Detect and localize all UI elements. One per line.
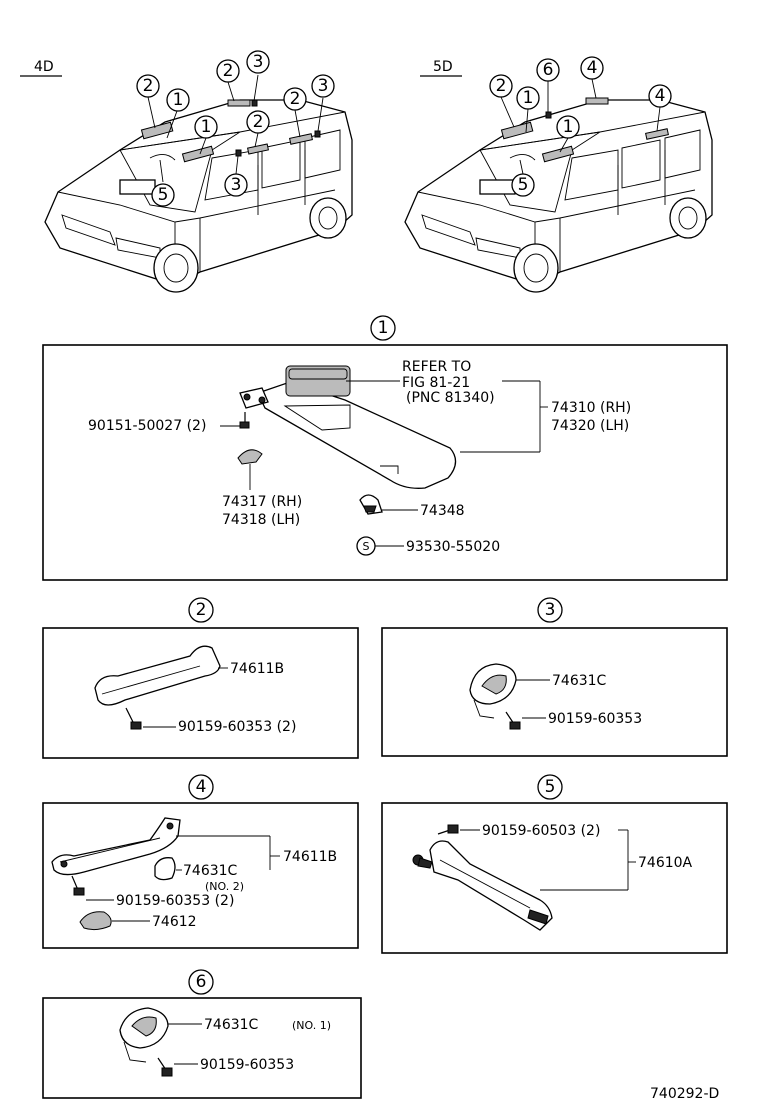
callout-circle: 4 bbox=[648, 84, 672, 108]
section-6-coat-hook: 6 74631C (NO. 1) 90159-60353 bbox=[42, 969, 362, 1099]
hook-part: 74631C bbox=[552, 673, 607, 689]
svg-text:5: 5 bbox=[158, 185, 169, 205]
grip-part: 74611B bbox=[230, 661, 284, 677]
callout-circle: 2 bbox=[216, 59, 240, 83]
figure-code: 740292-D bbox=[650, 1086, 719, 1102]
callout-circle: 2 bbox=[136, 74, 160, 98]
svg-text:2: 2 bbox=[496, 76, 507, 96]
section-5-assist-grip: 5 90159-60503 (2) 74610A bbox=[381, 774, 728, 954]
variant-4d-label: 4D bbox=[34, 59, 54, 75]
svg-text:6: 6 bbox=[196, 972, 207, 992]
refer-fig-label: FIG 81-21 bbox=[402, 375, 470, 391]
section-number: 2 bbox=[188, 597, 214, 623]
svg-text:2: 2 bbox=[196, 600, 207, 620]
callout-circle: 2 bbox=[489, 74, 513, 98]
grip-part: 74611B bbox=[283, 849, 337, 865]
hook-screw-part: 90159-60353 bbox=[200, 1057, 294, 1073]
holder-screw-part: 93530-55020 bbox=[406, 539, 500, 555]
grip-screw-part: 90159-60503 (2) bbox=[482, 823, 600, 839]
s-mark: S bbox=[363, 540, 370, 553]
svg-text:5: 5 bbox=[545, 777, 556, 797]
section-3-coat-hook: 3 74631C 90159-60353 bbox=[381, 597, 728, 757]
section-number: 3 bbox=[537, 597, 563, 623]
svg-text:1: 1 bbox=[523, 88, 534, 108]
svg-text:3: 3 bbox=[253, 52, 264, 72]
svg-text:2: 2 bbox=[290, 89, 301, 109]
svg-text:3: 3 bbox=[545, 600, 556, 620]
bracket-rh-part: 74317 (RH) bbox=[222, 494, 302, 510]
callout-circle: 3 bbox=[246, 50, 270, 74]
visor-rh-part: 74310 (RH) bbox=[551, 400, 631, 416]
grip-screw-part: 90159-60353 (2) bbox=[116, 893, 234, 909]
section-4-grip-with-hook: 4 74631C (NO. 2) 74611B 90159-60353 (2) … bbox=[42, 774, 359, 949]
variant-5d-label: 5D bbox=[433, 59, 453, 75]
section-number: 1 bbox=[370, 315, 396, 341]
holder-part: 74348 bbox=[420, 503, 465, 519]
grip-part: 74610A bbox=[638, 855, 693, 871]
svg-text:5: 5 bbox=[518, 175, 529, 195]
bracket-lh-part: 74318 (LH) bbox=[222, 512, 300, 528]
hook-note: (NO. 1) bbox=[292, 1019, 331, 1032]
grip-screw-part: 90159-60353 (2) bbox=[178, 719, 296, 735]
svg-text:4: 4 bbox=[196, 777, 207, 797]
callout-circle: 3 bbox=[311, 74, 335, 98]
svg-text:3: 3 bbox=[231, 175, 242, 195]
callout-circle: 1 bbox=[166, 88, 190, 112]
refer-label: REFER TO bbox=[402, 359, 471, 375]
callout-circle: 6 bbox=[536, 58, 560, 82]
svg-text:3: 3 bbox=[318, 76, 329, 96]
callout-circle: 3 bbox=[224, 173, 248, 197]
callout-circle: 4 bbox=[580, 56, 604, 80]
svg-text:4: 4 bbox=[655, 86, 666, 106]
visor-screw-part: 90151-50027 (2) bbox=[88, 418, 206, 434]
visor-lh-part: 74320 (LH) bbox=[551, 418, 629, 434]
cover-part: 74612 bbox=[152, 914, 197, 930]
hook-part: 74631C bbox=[183, 863, 238, 879]
hook-part: 74631C bbox=[204, 1017, 259, 1033]
callout-circle: 2 bbox=[246, 110, 270, 134]
hook-screw-part: 90159-60353 bbox=[548, 711, 642, 727]
van-5d-illustration: 5D 2 1 1 6 4 4 bbox=[404, 56, 713, 293]
svg-text:2: 2 bbox=[253, 112, 264, 132]
van-4d-illustration: 4D bbox=[20, 50, 353, 293]
hook-note: (NO. 2) bbox=[205, 880, 244, 893]
section-2-assist-grip: 2 74611B 90159-60353 (2) bbox=[42, 597, 359, 759]
section-number: 6 bbox=[188, 969, 214, 995]
svg-text:1: 1 bbox=[173, 90, 184, 110]
refer-pnc-label: (PNC 81340) bbox=[406, 390, 495, 406]
callout-circle: 2 bbox=[283, 87, 307, 111]
callout-circle: 1 bbox=[556, 115, 580, 139]
svg-text:2: 2 bbox=[223, 61, 234, 81]
svg-text:1: 1 bbox=[378, 318, 389, 338]
callout-circle: 5 bbox=[151, 183, 175, 207]
callout-circle: 5 bbox=[511, 173, 535, 197]
callout-circle: 1 bbox=[516, 86, 540, 110]
svg-text:4: 4 bbox=[587, 58, 598, 78]
svg-text:1: 1 bbox=[201, 117, 212, 137]
callout-circle: 1 bbox=[194, 115, 218, 139]
svg-text:1: 1 bbox=[563, 117, 574, 137]
svg-text:6: 6 bbox=[543, 60, 554, 80]
section-number: 4 bbox=[188, 774, 214, 800]
svg-text:2: 2 bbox=[143, 76, 154, 96]
section-number: 5 bbox=[537, 774, 563, 800]
section-1-sun-visor: 1 S REFER TO FIG 81-21 (PNC 81340) 74310… bbox=[42, 315, 728, 581]
